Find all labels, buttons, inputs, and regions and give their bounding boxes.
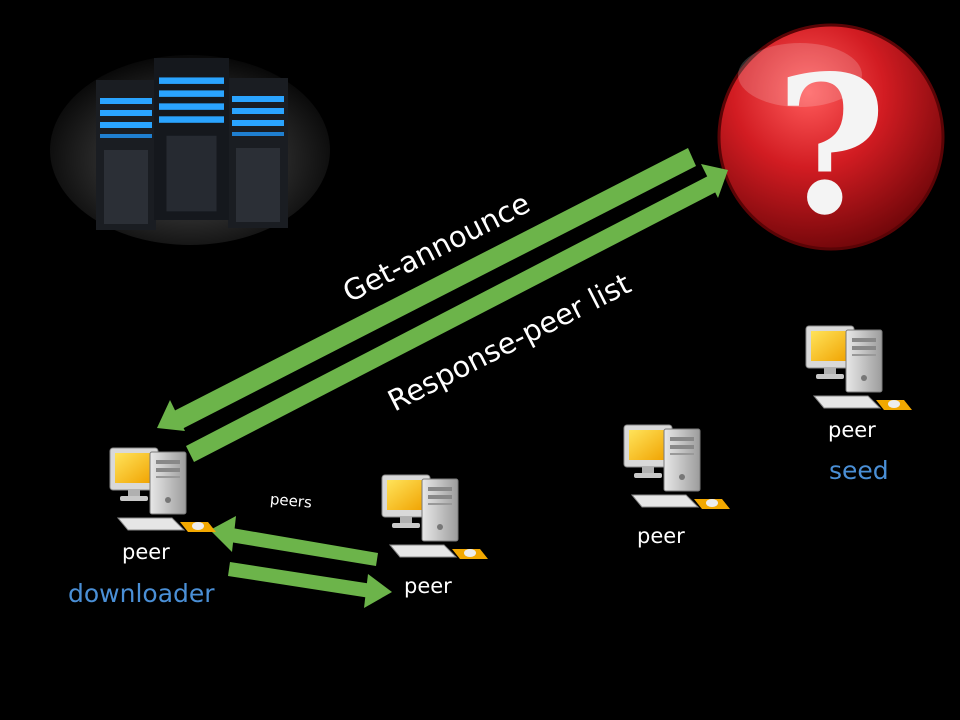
arrow-downloader-to-peer <box>228 562 392 608</box>
label-peer-downloader: peer <box>122 540 170 564</box>
label-peer-middle: peer <box>404 574 452 598</box>
computer-seed <box>805 325 913 411</box>
computer-downloader <box>109 447 217 533</box>
label-peers: peers <box>269 490 313 512</box>
label-peer-seed: peer <box>828 418 876 442</box>
arrow-response-peer-list <box>186 164 728 462</box>
question-mark-icon: ? <box>717 23 945 257</box>
label-downloader: downloader <box>68 579 215 608</box>
arrow-get-announce <box>157 148 696 431</box>
computer-peer-right <box>623 424 731 510</box>
label-peer-right: peer <box>637 524 685 548</box>
server-rack-icon <box>50 55 330 245</box>
arrow-peers-to-downloader <box>210 516 378 566</box>
computer-peer-middle <box>381 474 489 560</box>
label-seed: seed <box>829 456 889 485</box>
tracker-question-symbol: ? <box>775 34 886 257</box>
